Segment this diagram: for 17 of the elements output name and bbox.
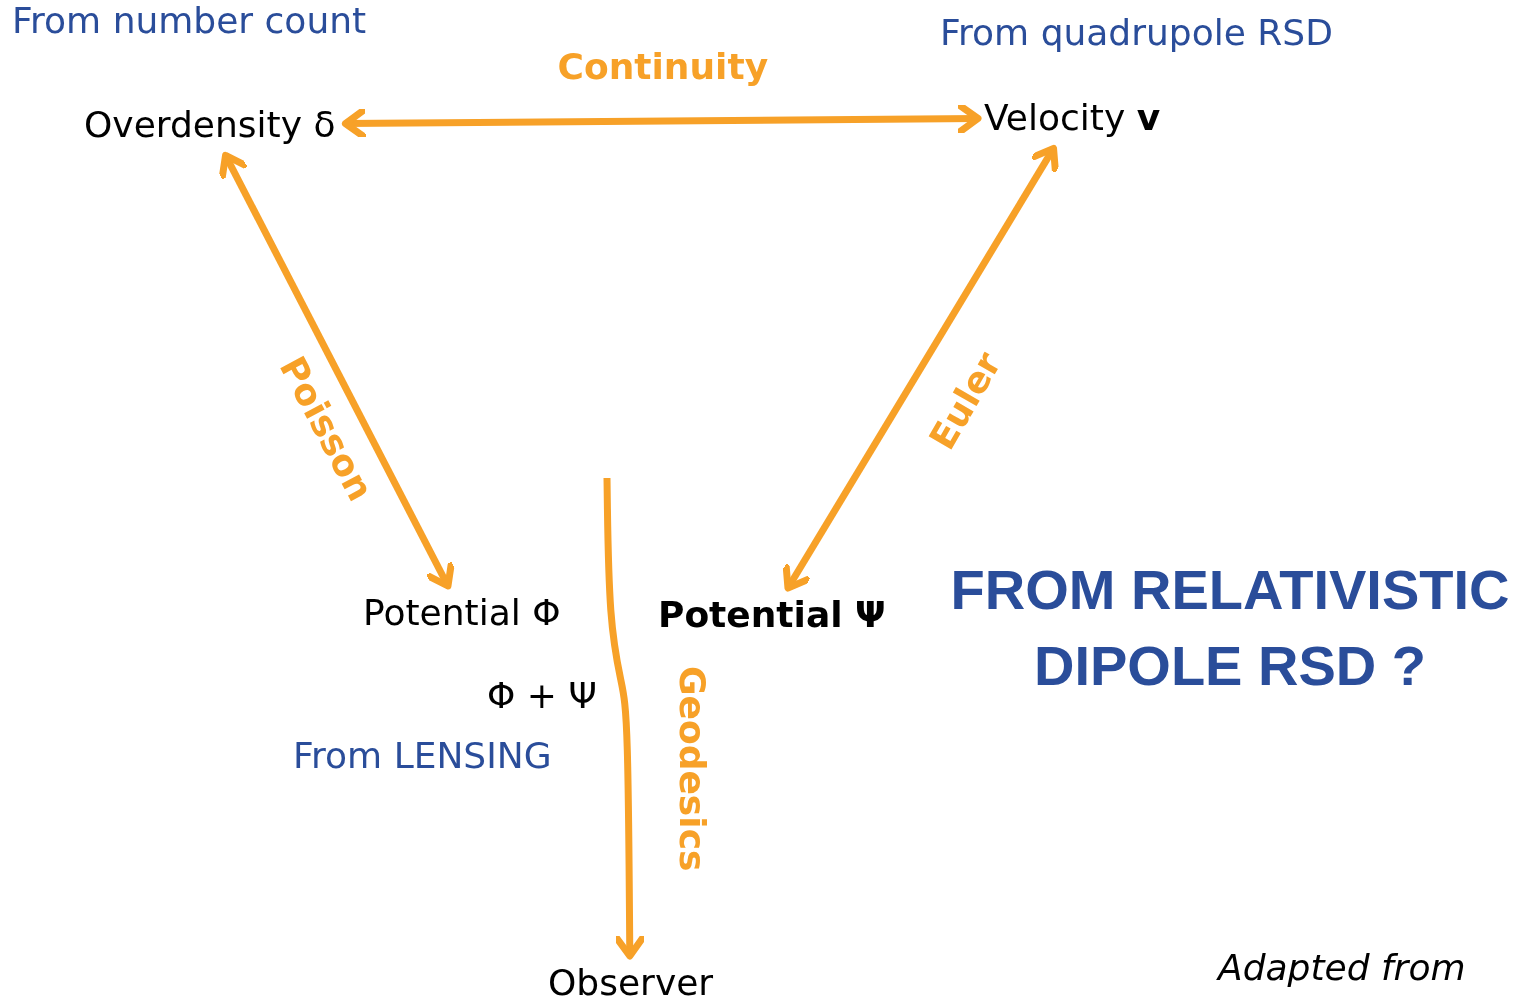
note-text: From quadrupole RSD [940,12,1333,54]
edge-label: Continuity [557,45,769,87]
arrow [341,102,982,140]
node-text: Potential Ψ [658,594,886,636]
node-text: Velocity v [984,97,1161,139]
note-text: Adapted from [1218,947,1466,989]
arrow [218,151,455,590]
node-text: Observer [548,962,714,1004]
arrow [782,144,1059,592]
node-text: Φ + Ψ [487,675,597,717]
edge-label: Geodesics [671,665,713,871]
note-text: From LENSING [293,735,552,777]
node-text: Overdensity δ [84,104,336,146]
arrow [603,477,647,960]
node-text: Potential Φ [363,592,561,634]
note-text: From number count [12,0,367,42]
note-text: FROM RELATIVISTIC DIPOLE RSD ? [949,557,1511,699]
